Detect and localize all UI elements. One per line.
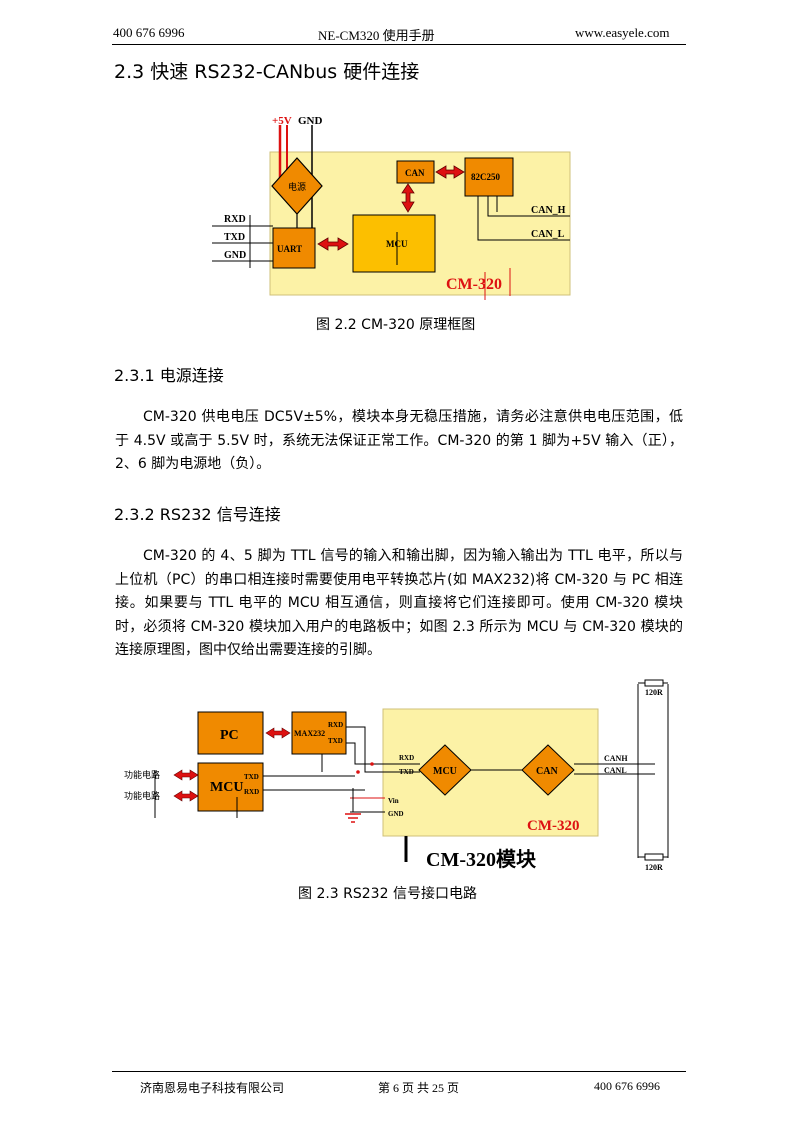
- pc-block-label: PC: [220, 728, 239, 743]
- uart-block: [272, 227, 316, 269]
- header-title: NE-CM320 使用手册: [318, 28, 435, 43]
- figure1-caption: 图 2.2 CM-320 原理框图: [316, 317, 476, 333]
- resistor-top: [644, 679, 664, 687]
- pc-block: [197, 711, 264, 755]
- section-heading: 2.3 快速 RS232-CANbus 硬件连接: [114, 61, 420, 83]
- transceiver-block: [464, 157, 514, 197]
- txd-label: TXD: [224, 232, 245, 243]
- figure2-caption: 图 2.3 RS232 信号接口电路: [298, 886, 477, 902]
- footer-phone: 400 676 6996: [594, 1079, 660, 1093]
- module-title: CM-320模块: [426, 847, 537, 871]
- inner-mcu: [418, 744, 472, 796]
- figure-block-diagram: +5V GND 电源 CAN 82C250 MCU UART RXD TXD G…: [212, 115, 571, 300]
- resistor-bottom: [644, 853, 664, 861]
- mcu-rxd-label: RXD: [244, 788, 259, 796]
- footer-rule: [112, 1071, 686, 1072]
- resistor-top-label: 120R: [645, 688, 663, 697]
- can-block: [396, 160, 435, 184]
- footer-page: 第 6 页 共 25 页: [378, 1081, 460, 1095]
- gnd-top-label: GND: [298, 115, 323, 127]
- junction-2: [356, 770, 360, 774]
- func-arrow-2: [173, 790, 199, 802]
- mcu-txd-label: TXD: [244, 773, 259, 781]
- gnd-left-label: GND: [224, 250, 246, 261]
- uart-mcu-arrow: [317, 237, 349, 251]
- inner-can-label: CAN: [536, 766, 558, 777]
- max-txd-wire: [346, 742, 420, 765]
- junction-1: [370, 762, 374, 766]
- header-rule: [112, 44, 686, 45]
- vin-label: Vin: [388, 797, 399, 805]
- can-transceiver-arrow: [435, 165, 465, 179]
- max232-block: [291, 711, 347, 755]
- canl-label: CANL: [604, 766, 627, 775]
- can-mcu-arrow: [401, 183, 415, 213]
- sub1-paragraph: CM-320 供电电压 DC5V±5%，模块本身无稳压措施，请务必注意供电电压范…: [115, 409, 683, 472]
- header-website: www.easyele.com: [575, 25, 670, 40]
- canl-label: CAN_L: [531, 229, 565, 240]
- mcu-ext-block: [197, 762, 264, 812]
- figure-interface-circuit: PC MAX232 RXD TXD MCU TXD RXD 功能电路 功能电路 …: [124, 679, 669, 872]
- header-phone: 400 676 6996: [113, 25, 185, 40]
- max-rxd-label: RXD: [328, 721, 343, 729]
- func-arrow-1: [173, 769, 199, 781]
- gnd-label: GND: [388, 810, 404, 818]
- module-label: CM-320: [527, 818, 580, 834]
- canh-label: CAN_H: [531, 205, 566, 216]
- supply-label: +5V: [272, 115, 292, 127]
- inner-can: [521, 744, 575, 796]
- canh-label: CANH: [604, 754, 628, 763]
- sub2-paragraph: CM-320 的 4、5 脚为 TTL 信号的输入和输出脚，因为输入输出为 TT…: [115, 548, 683, 658]
- sub2-heading: 2.3.2 RS232 信号连接: [114, 505, 281, 524]
- func-label-1: 功能电路: [124, 769, 160, 780]
- resistor-bottom-label: 120R: [645, 863, 663, 872]
- mcu-block: [352, 214, 436, 273]
- max-rxd-wire: [346, 726, 420, 773]
- mcu-ext-label: MCU: [210, 780, 243, 795]
- power-block-label: 电源: [288, 181, 306, 192]
- canl-line: [477, 196, 570, 241]
- max232-label: MAX232: [294, 729, 325, 738]
- footer-company: 济南恩易电子科技有限公司: [140, 1081, 285, 1095]
- mod-txd-label: TXD: [399, 768, 414, 776]
- func-label-2: 功能电路: [124, 790, 160, 801]
- uart-block-label: UART: [277, 244, 302, 254]
- rxd-label: RXD: [224, 214, 246, 225]
- transceiver-label: 82C250: [471, 172, 500, 182]
- module-label: CM-320: [446, 276, 502, 293]
- inner-mcu-label: MCU: [433, 766, 457, 777]
- canh-line: [487, 196, 570, 217]
- pc-max232-arrow: [265, 727, 291, 739]
- max-txd-label: TXD: [328, 737, 343, 745]
- sub1-heading: 2.3.1 电源连接: [114, 366, 224, 385]
- mod-rxd-label: RXD: [399, 754, 414, 762]
- can-block-label: CAN: [405, 168, 425, 178]
